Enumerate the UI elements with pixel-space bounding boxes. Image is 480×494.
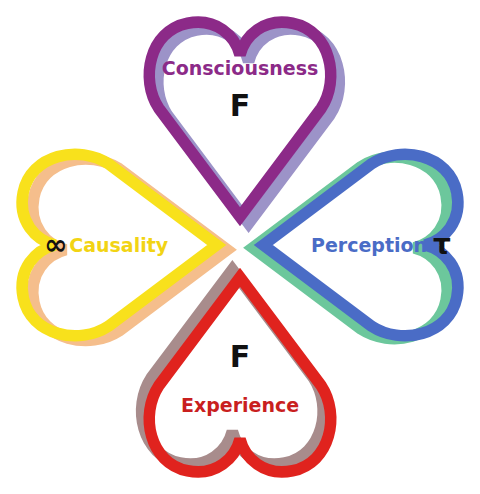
heart-symbol: τ <box>433 230 451 261</box>
heart-stroke <box>149 277 331 472</box>
heart-text-group: F Experience <box>133 340 347 416</box>
heart-text-group: Perception τ <box>296 230 466 261</box>
heart-stroke <box>149 22 331 217</box>
heart-stroke <box>263 154 458 336</box>
heart-label: Experience <box>181 395 299 416</box>
heart-label: Consciousness <box>162 58 319 79</box>
heart-text-group: ∞Causality <box>26 230 186 261</box>
heart-outline <box>133 258 347 494</box>
heart-symbol: ∞ <box>44 230 67 261</box>
heart-text-group: ConsciousnessF <box>133 58 347 122</box>
heart-symbol: F <box>230 340 251 373</box>
heart-symbol: F <box>230 89 251 122</box>
heart-node: Perception τ <box>244 138 480 352</box>
heart-label: Causality <box>69 235 168 256</box>
heart-stroke <box>22 154 217 336</box>
heart-node: F Experience <box>133 258 347 494</box>
heart-label: Perception <box>311 235 427 256</box>
